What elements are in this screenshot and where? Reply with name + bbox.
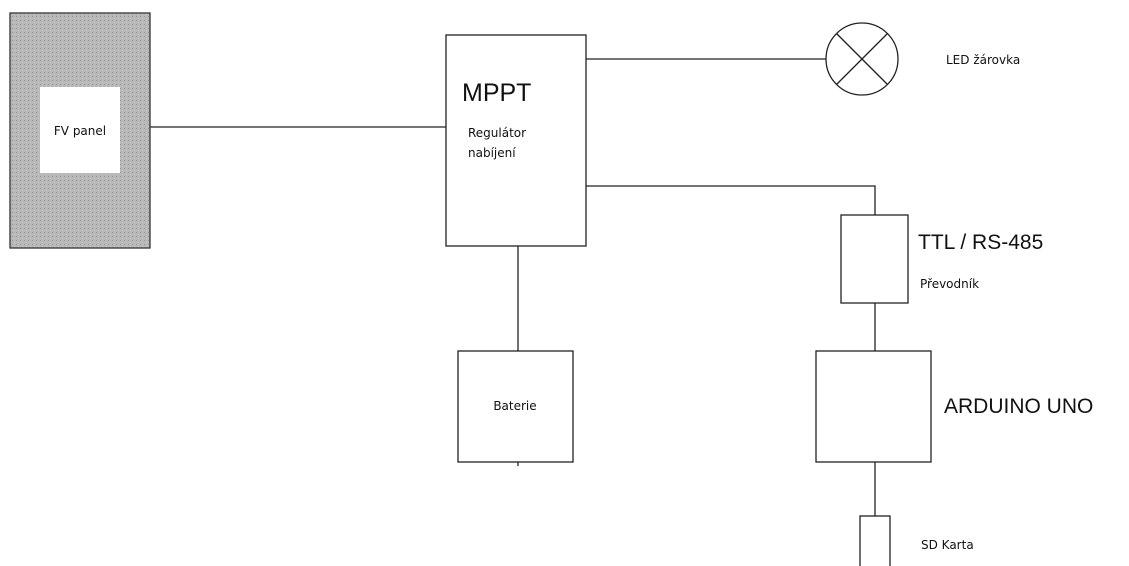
sd-card-label: SD Karta xyxy=(921,538,974,552)
wire-mppt-converter xyxy=(586,185,876,215)
mppt-line2: nabíjení xyxy=(468,146,516,160)
battery-label: Baterie xyxy=(493,399,536,413)
sd-card-block xyxy=(859,515,891,566)
arduino-label: ARDUINO UNO xyxy=(944,395,1093,418)
converter-block xyxy=(840,214,909,304)
mppt-title: MPPT xyxy=(462,79,531,107)
mppt-line1: Regulátor xyxy=(468,126,526,140)
converter-title: TTL / RS-485 xyxy=(918,231,1043,254)
mppt-block: MPPT Regulátor nabíjení xyxy=(445,34,587,247)
led-label: LED žárovka xyxy=(946,53,1020,67)
fv-panel-label: FV panel xyxy=(54,124,106,138)
led-lamp-icon xyxy=(825,22,899,96)
battery-block: Baterie xyxy=(457,350,574,466)
converter-subtitle: Převodník xyxy=(920,277,979,291)
arduino-block xyxy=(815,350,932,463)
fv-panel-block: FV panel xyxy=(9,12,151,249)
